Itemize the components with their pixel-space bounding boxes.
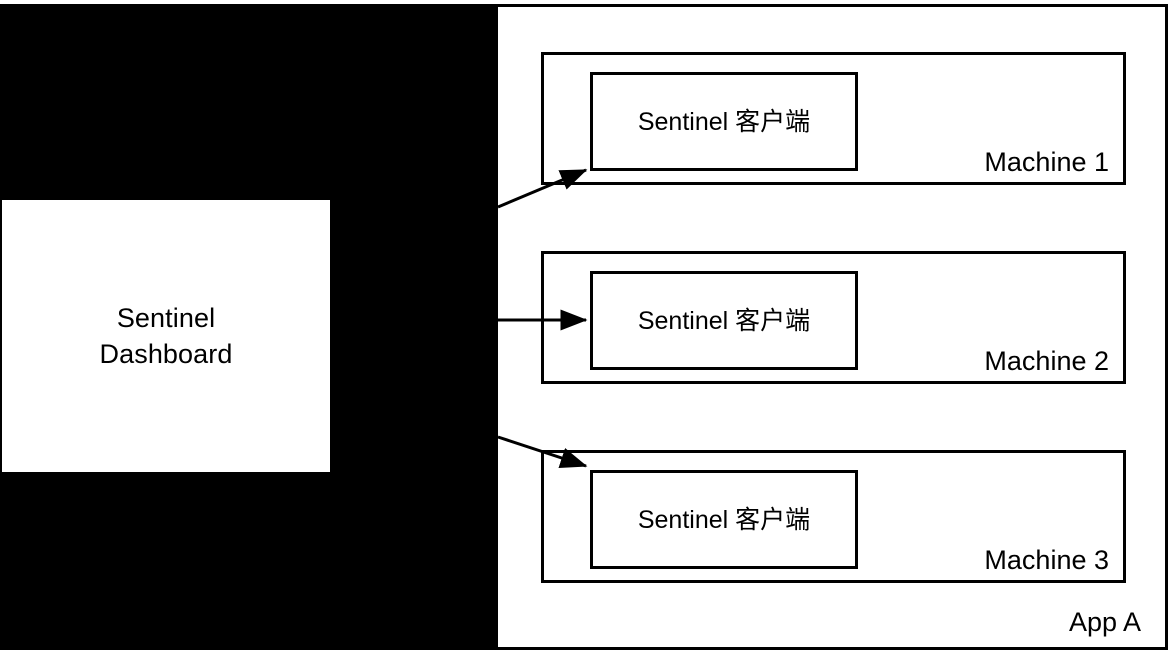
sentinel-client-label-2: Sentinel 客户端 [637, 306, 811, 335]
sentinel-dashboard-label-line1: Sentinel [116, 303, 216, 333]
machine-label-1: Machine 1 [984, 147, 1109, 177]
machine-box-1[interactable]: Sentinel 客户端 Machine 1 [541, 52, 1126, 185]
sentinel-dashboard-label: Sentinel Dashboard [100, 300, 233, 372]
sentinel-dashboard-node[interactable]: Sentinel Dashboard [2, 200, 330, 472]
sentinel-client-box-3[interactable]: Sentinel 客户端 [590, 470, 858, 569]
sentinel-client-label-1: Sentinel 客户端 [637, 107, 811, 136]
app-a-panel[interactable]: Sentinel 客户端 Machine 1 Sentinel 客户端 Mach… [498, 4, 1168, 650]
machine-label-2: Machine 2 [984, 346, 1109, 376]
sentinel-client-label-3: Sentinel 客户端 [637, 505, 811, 534]
machine-box-3[interactable]: Sentinel 客户端 Machine 3 [541, 450, 1126, 583]
machine-label-3: Machine 3 [984, 545, 1109, 575]
app-a-label: App A [1068, 607, 1141, 637]
sentinel-client-box-2[interactable]: Sentinel 客户端 [590, 271, 858, 370]
machine-box-2[interactable]: Sentinel 客户端 Machine 2 [541, 251, 1126, 384]
sentinel-dashboard-label-line2: Dashboard [99, 339, 233, 369]
sentinel-client-box-1[interactable]: Sentinel 客户端 [590, 72, 858, 171]
